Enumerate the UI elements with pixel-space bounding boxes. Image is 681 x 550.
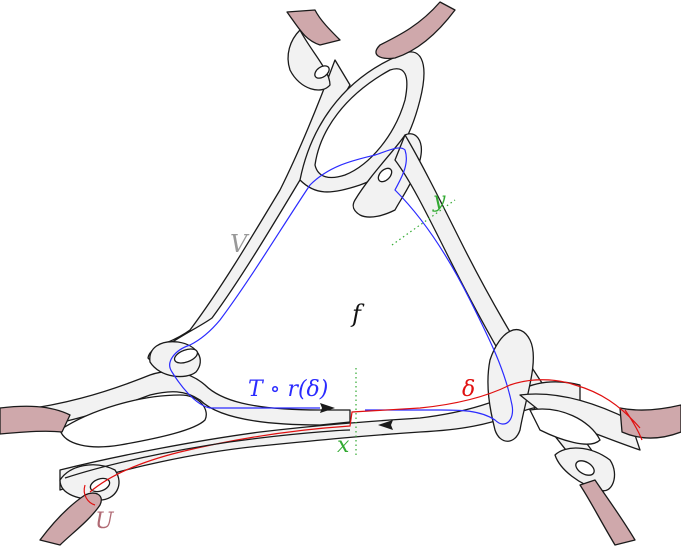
- end-right: [619, 404, 681, 439]
- label-f: f: [350, 300, 365, 328]
- arrow-left: [378, 420, 393, 430]
- black-return-path: [64, 429, 351, 479]
- label-U: U: [95, 509, 115, 534]
- label-V: V: [230, 230, 250, 258]
- surface-bottom-left-lobe: [59, 464, 120, 501]
- surface-left-arm: [147, 59, 351, 361]
- hole-left-region: [59, 394, 207, 448]
- surface-right-loop: [487, 328, 534, 442]
- end-bottom-left: [39, 492, 102, 546]
- hole-top-loop: [314, 68, 408, 179]
- label-x: x: [337, 433, 350, 458]
- hole-left-lobe: [173, 348, 199, 364]
- red-left-tail: [83, 484, 96, 506]
- arrow-right: [320, 403, 335, 413]
- hole-top-neck: [314, 65, 330, 79]
- blue-path: [169, 147, 514, 425]
- label-y: y: [432, 188, 446, 213]
- hole-upper-junction: [377, 167, 393, 183]
- label-delta: δ: [462, 377, 475, 402]
- end-top-right: [375, 1, 456, 60]
- label-T-r-delta: T ∘ r(δ): [248, 377, 328, 402]
- end-bottom-right: [579, 479, 636, 546]
- hole-bottom-right: [529, 408, 601, 445]
- red-right-tail: [624, 409, 643, 441]
- end-left-top: [0, 405, 71, 435]
- red-path: [89, 379, 641, 493]
- end-top-left: [286, 9, 341, 46]
- hole-bottom-right-lobe: [575, 460, 595, 476]
